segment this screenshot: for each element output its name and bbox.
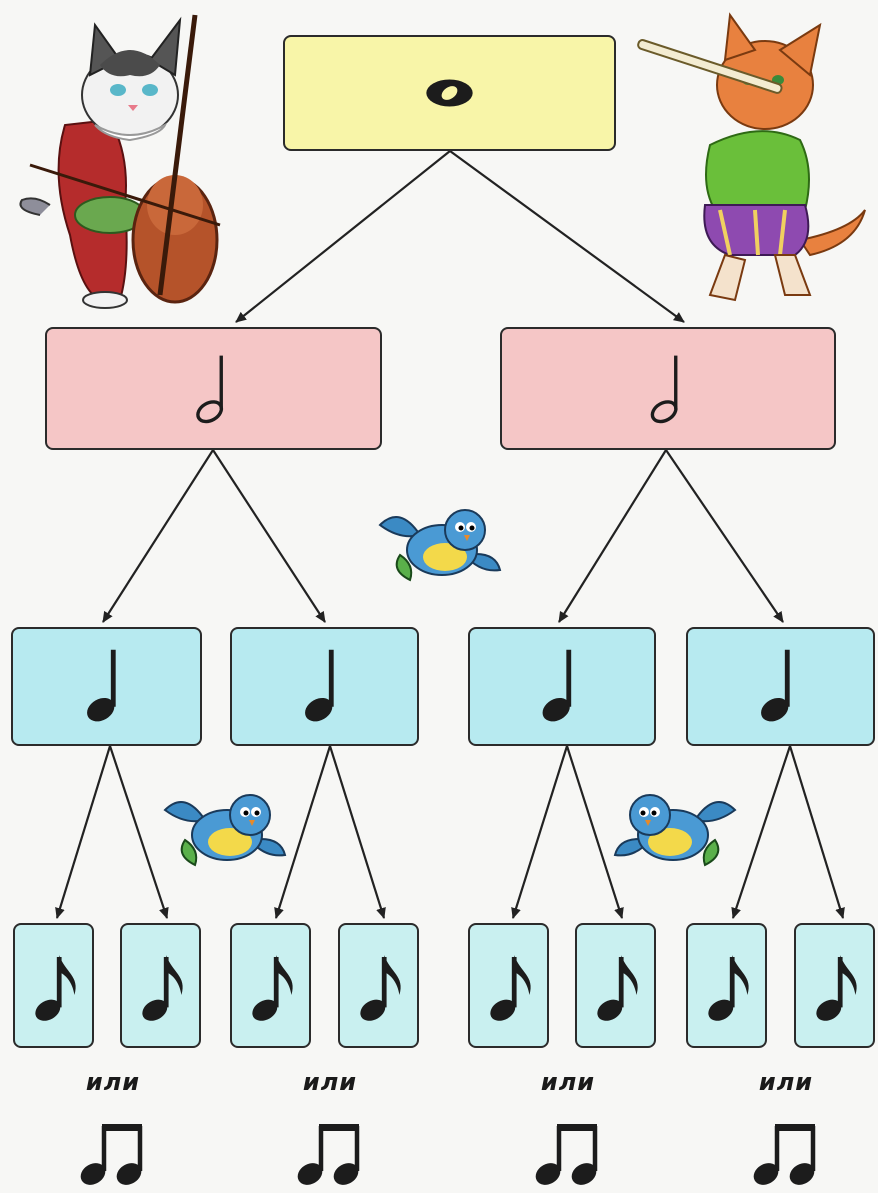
beamed-eighths-icon xyxy=(753,1124,816,1185)
bird-icon xyxy=(378,509,502,582)
eighth-note-icon xyxy=(816,955,857,1021)
arrow-line xyxy=(328,745,386,919)
arrow-line xyxy=(55,745,112,919)
half-note-icon xyxy=(196,355,224,424)
arrow-line xyxy=(788,745,845,919)
arrow-line xyxy=(449,150,685,323)
or-label: или xyxy=(758,1068,814,1096)
eighth-note-icon xyxy=(708,955,749,1021)
bird-icon xyxy=(163,794,287,867)
eighth-note-icon xyxy=(490,955,531,1021)
arrow-line xyxy=(665,449,784,623)
eighth-note-box xyxy=(575,923,656,1048)
eighth-note-icon xyxy=(252,955,293,1021)
quarter-note-icon xyxy=(87,649,116,722)
arrow-line xyxy=(511,745,569,919)
arrow-line xyxy=(212,449,326,623)
eighth-note-box xyxy=(468,923,549,1048)
eighth-note-icon xyxy=(597,955,638,1021)
arrow-line xyxy=(108,745,169,919)
beamed-eighths-icon xyxy=(80,1124,143,1185)
quarter-note-box xyxy=(230,627,419,746)
quarter-note-box xyxy=(11,627,202,746)
quarter-note-icon xyxy=(305,649,334,722)
eighth-note-box xyxy=(13,923,94,1048)
cat-flute-icon xyxy=(637,12,866,302)
beamed-eighths-icon xyxy=(297,1124,360,1185)
or-label: или xyxy=(85,1068,141,1096)
half-note-icon xyxy=(650,355,678,424)
half-note-box xyxy=(500,327,836,450)
eighth-note-icon xyxy=(142,955,183,1021)
eighth-note-box xyxy=(338,923,419,1048)
eighth-note-icon xyxy=(35,955,76,1021)
eighth-note-box xyxy=(120,923,201,1048)
quarter-note-box xyxy=(468,627,656,746)
arrow-line xyxy=(558,449,667,623)
arrow-line xyxy=(565,745,624,919)
quarter-note-icon xyxy=(542,649,572,722)
eighth-note-box xyxy=(686,923,767,1048)
eighth-note-box xyxy=(794,923,875,1048)
quarter-note-box xyxy=(686,627,875,746)
whole-note-box xyxy=(283,35,616,151)
eighth-note-box xyxy=(230,923,311,1048)
whole-note-icon xyxy=(426,79,473,107)
cat-cello-icon xyxy=(19,14,221,309)
bird-icon xyxy=(613,794,737,867)
arrow-line xyxy=(102,449,214,623)
beamed-eighths-icon xyxy=(535,1124,598,1185)
or-label: или xyxy=(540,1068,596,1096)
or-label: или xyxy=(302,1068,358,1096)
arrow-line xyxy=(274,745,332,919)
arrow-line xyxy=(731,745,792,919)
quarter-note-icon xyxy=(761,649,790,722)
arrow-line xyxy=(235,150,451,323)
half-note-box xyxy=(45,327,382,450)
eighth-note-icon xyxy=(360,955,401,1021)
